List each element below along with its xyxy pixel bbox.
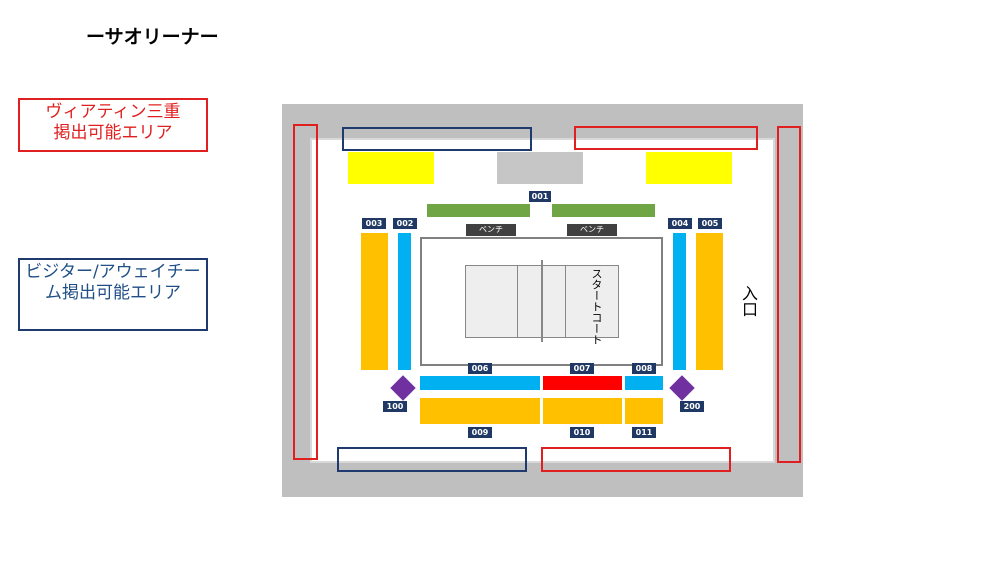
top-left-yellow-area <box>348 152 434 184</box>
away-area-bottom-left <box>337 447 527 472</box>
legend-home-area: ヴィアティン三重 掲出可能エリア <box>18 98 208 152</box>
section-label-005: 005 <box>698 218 722 229</box>
seat-block-001-left <box>427 204 530 217</box>
section-label-011: 011 <box>632 427 656 438</box>
entrance-label: 入口 <box>739 285 758 317</box>
legend-away-area: ビジター/アウェイチーム掲出可能エリア <box>18 258 208 331</box>
section-label-009: 009 <box>468 427 492 438</box>
seat-block-007 <box>543 376 622 390</box>
legend-away-text: ビジター/アウェイチーム掲出可能エリア <box>25 262 201 303</box>
seat-block-002 <box>398 233 411 370</box>
home-area-top-right <box>574 126 758 150</box>
seat-block-011 <box>625 398 663 424</box>
page-title: ーサオリーナー <box>86 26 219 48</box>
section-label-100: 100 <box>383 401 407 412</box>
seat-block-009 <box>420 398 540 424</box>
seat-block-003 <box>361 233 388 370</box>
top-right-yellow-area <box>646 152 732 184</box>
seat-block-008 <box>625 376 663 390</box>
court-net <box>541 260 543 342</box>
legend-home-text: ヴィアティン三重 掲出可能エリア <box>45 102 181 143</box>
seat-block-005 <box>696 233 723 370</box>
seat-block-004 <box>673 233 686 370</box>
bench-right: ベンチ <box>567 224 617 236</box>
court-line-2 <box>565 265 566 338</box>
seat-block-001-right <box>552 204 655 217</box>
home-area-right-wall <box>777 126 801 463</box>
section-label-001: 001 <box>529 191 551 202</box>
section-label-003: 003 <box>362 218 386 229</box>
bench-left: ベンチ <box>466 224 516 236</box>
section-label-002: 002 <box>393 218 417 229</box>
section-label-004: 004 <box>668 218 692 229</box>
section-label-200: 200 <box>680 401 704 412</box>
section-label-010: 010 <box>570 427 594 438</box>
seat-block-010 <box>543 398 622 424</box>
start-court-label: スタートコート <box>590 268 603 345</box>
away-area-top-left <box>342 127 532 151</box>
section-label-006: 006 <box>468 363 492 374</box>
home-area-left-wall <box>293 124 318 460</box>
seat-block-006 <box>420 376 540 390</box>
section-label-008: 008 <box>632 363 656 374</box>
stage-area <box>497 152 583 184</box>
section-label-007: 007 <box>570 363 594 374</box>
home-area-bottom-right <box>541 447 731 472</box>
court-line-1 <box>517 265 518 338</box>
